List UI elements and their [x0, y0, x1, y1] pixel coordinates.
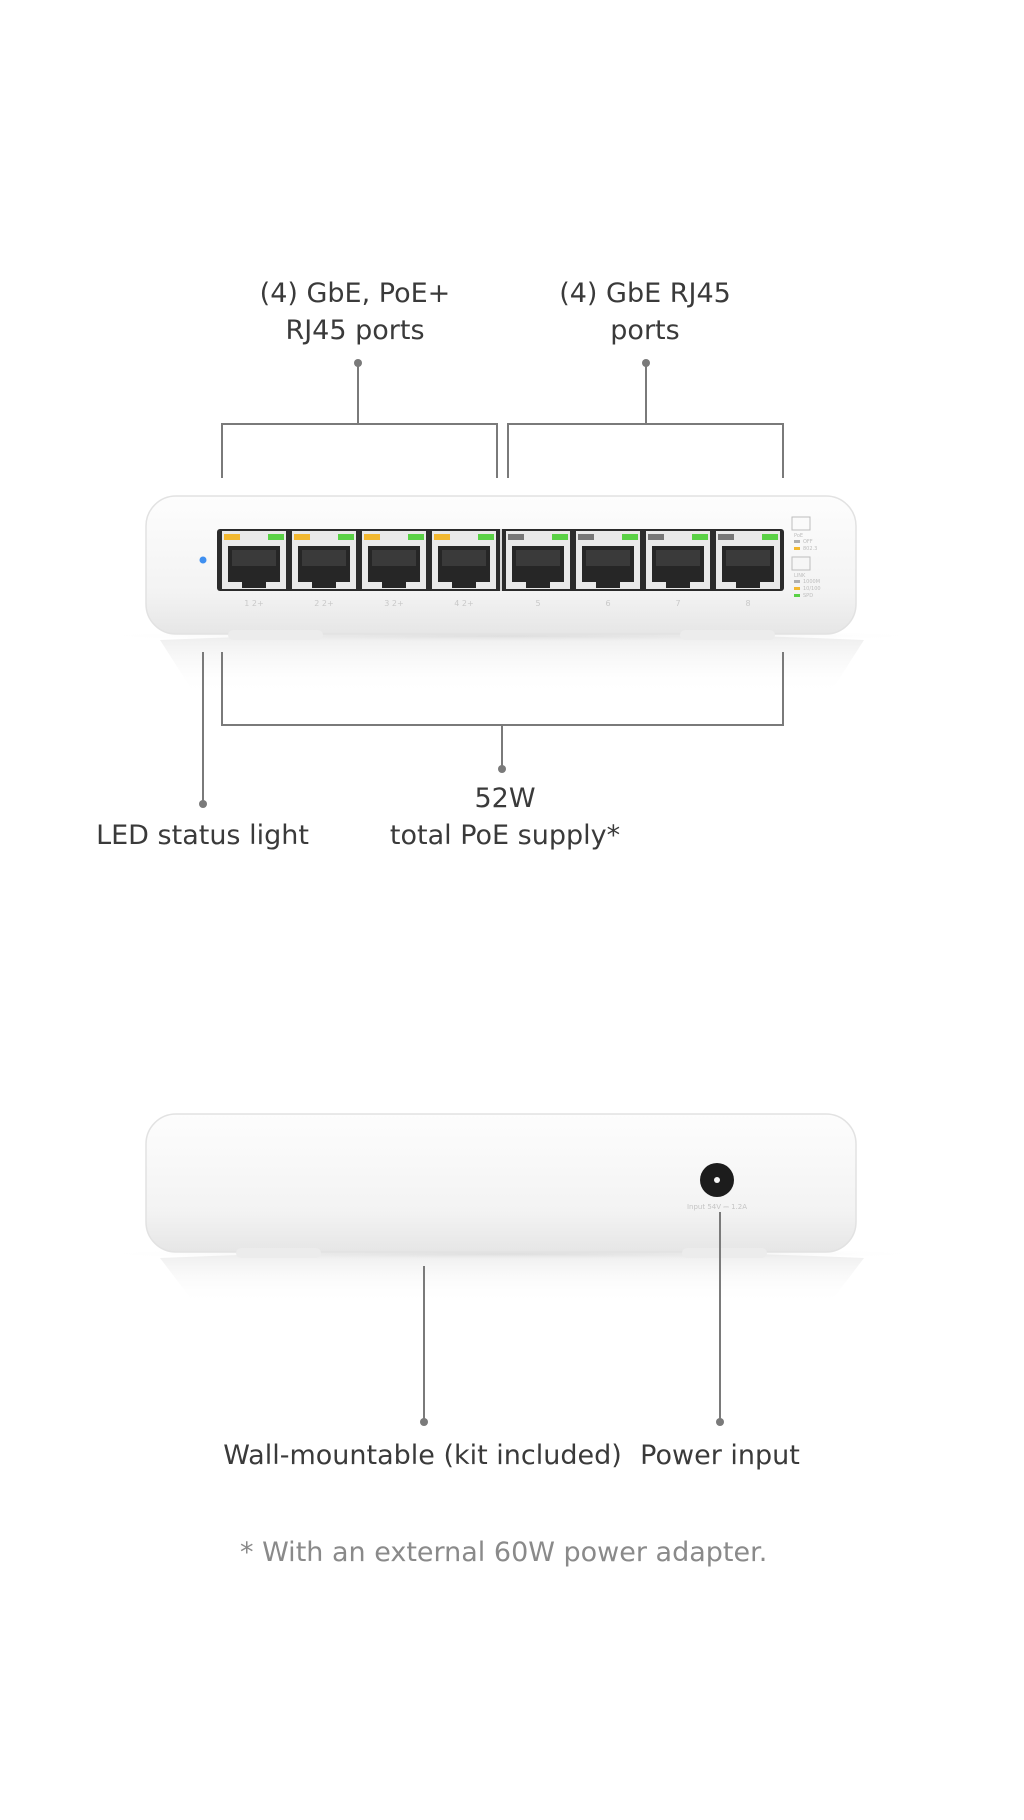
wall-mount-leader-dot — [420, 1418, 428, 1426]
port-led-left — [364, 534, 380, 540]
power-jack-label: Input 54V ⎓ 1.2A — [687, 1203, 747, 1211]
legend-port-icon-1 — [791, 516, 811, 531]
port-number-label: 2 2+ — [314, 599, 333, 608]
port-led-right — [692, 534, 708, 540]
front-reflection — [160, 632, 864, 695]
port-contacts — [232, 550, 276, 566]
switch-front-foot-right — [680, 630, 775, 640]
rear-reflection — [160, 1250, 864, 1305]
ethernet-port-5 — [506, 531, 570, 589]
port-led-left — [508, 534, 524, 540]
port-led-left — [648, 534, 664, 540]
port-led-left — [224, 534, 240, 540]
poe-supply-bracket-dot — [498, 765, 506, 773]
poe-ports-callout-line2: RJ45 ports — [285, 315, 425, 346]
port-number-label: 1 2+ — [244, 599, 263, 608]
poe-supply-bracket — [221, 652, 784, 768]
legend-swatch-amber-1 — [794, 547, 800, 550]
poe-ports-bracket — [221, 364, 498, 478]
wall-mount-callout-text: Wall-mountable (kit included) — [223, 1440, 622, 1471]
port-led-left — [578, 534, 594, 540]
legend-label-10-100: 10/100 — [803, 586, 821, 592]
legend-port-icon-2 — [791, 556, 811, 571]
poe-supply-callout-line2: total PoE supply* — [389, 820, 621, 851]
ethernet-port-7 — [646, 531, 710, 589]
legend-label-off: OFF — [803, 539, 813, 545]
port-led-right — [408, 534, 424, 540]
power-jack-pin — [714, 1177, 720, 1183]
rear-view: Input 54V ⎓ 1.2A — [92, 1113, 932, 1426]
port-led-right — [268, 534, 284, 540]
led-status-callout-text: LED status light — [96, 820, 309, 851]
front-view: 1 2+ 2 2+ 3 2+ 4 2+ 5 6 7 8 PoE OFF 802.3 LINK … — [92, 359, 932, 808]
port-led-right — [762, 534, 778, 540]
ethernet-port-6 — [576, 531, 640, 589]
legend-swatch-amber-2 — [794, 587, 800, 590]
ethernet-port-2 — [292, 531, 356, 589]
wall-mount-callout: Wall-mountable (kit included) — [220, 1437, 625, 1474]
switch-rear-foot-right — [682, 1248, 767, 1258]
poe-ports-callout: (4) GbE, PoE+ RJ45 ports — [245, 275, 465, 349]
port-number-label: 5 — [535, 599, 540, 608]
port-led-left — [294, 534, 310, 540]
ethernet-port-1 — [222, 531, 286, 589]
rj45-ports-bracket-dot — [642, 359, 650, 367]
legend-label-poe: PoE — [794, 533, 803, 539]
rj45-ports-callout-line1: (4) GbE RJ45 — [559, 278, 731, 309]
legend-swatch-gray-1 — [794, 540, 800, 543]
ethernet-port-4 — [432, 531, 496, 589]
status-led — [199, 556, 207, 564]
port-contacts — [302, 550, 346, 566]
switch-rear-body — [145, 1113, 857, 1253]
port-contacts — [656, 550, 700, 566]
power-input-callout: Power input — [635, 1437, 805, 1474]
legend-label-8023: 802.3 — [803, 546, 817, 552]
poe-ports-bracket-dot — [354, 359, 362, 367]
port-label-row: 1 2+ 2 2+ 3 2+ 4 2+ 5 6 7 8 — [244, 599, 750, 608]
footnote: * With an external 60W power adapter. — [240, 1537, 768, 1568]
port-number-label: 7 — [675, 599, 680, 608]
port-led-right — [622, 534, 638, 540]
led-status-leader-dot — [199, 800, 207, 808]
rj45-ports-callout: (4) GbE RJ45 ports — [535, 275, 755, 349]
port-legend: PoE OFF 802.3 LINK 1000M 10/100 SPD — [791, 516, 821, 599]
port-number-label: 4 2+ — [454, 599, 473, 608]
port-number-label: 6 — [605, 599, 610, 608]
legend-label-1000m: 1000M — [803, 579, 820, 585]
port-number-label: 8 — [745, 599, 750, 608]
port-contacts — [372, 550, 416, 566]
port-contacts — [516, 550, 560, 566]
poe-ports-callout-line1: (4) GbE, PoE+ — [259, 278, 451, 309]
rj45-ports-bracket — [507, 364, 784, 478]
legend-label-link: LINK — [794, 573, 806, 579]
legend-label-spd: SPD — [803, 593, 813, 599]
port-number-label: 3 2+ — [384, 599, 403, 608]
port-contacts — [442, 550, 486, 566]
port-contacts — [726, 550, 770, 566]
port-led-left — [434, 534, 450, 540]
legend-swatch-green — [794, 594, 800, 597]
ethernet-port-8 — [716, 531, 780, 589]
switch-rear-foot-left — [236, 1248, 321, 1258]
ethernet-port-3 — [362, 531, 426, 589]
ethernet-ports — [222, 531, 780, 589]
rj45-ports-callout-line2: ports — [610, 315, 680, 346]
legend-swatch-gray-2 — [794, 580, 800, 583]
power-input-leader-dot — [716, 1418, 724, 1426]
port-contacts — [586, 550, 630, 566]
led-status-callout: LED status light — [90, 817, 315, 854]
port-led-right — [338, 534, 354, 540]
poe-supply-callout: 52W total PoE supply* — [380, 780, 630, 854]
port-led-right — [478, 534, 494, 540]
poe-supply-callout-line1: 52W — [474, 783, 536, 814]
power-input-callout-text: Power input — [640, 1440, 800, 1471]
switch-front-foot-left — [228, 630, 323, 640]
port-led-right — [552, 534, 568, 540]
port-led-left — [718, 534, 734, 540]
